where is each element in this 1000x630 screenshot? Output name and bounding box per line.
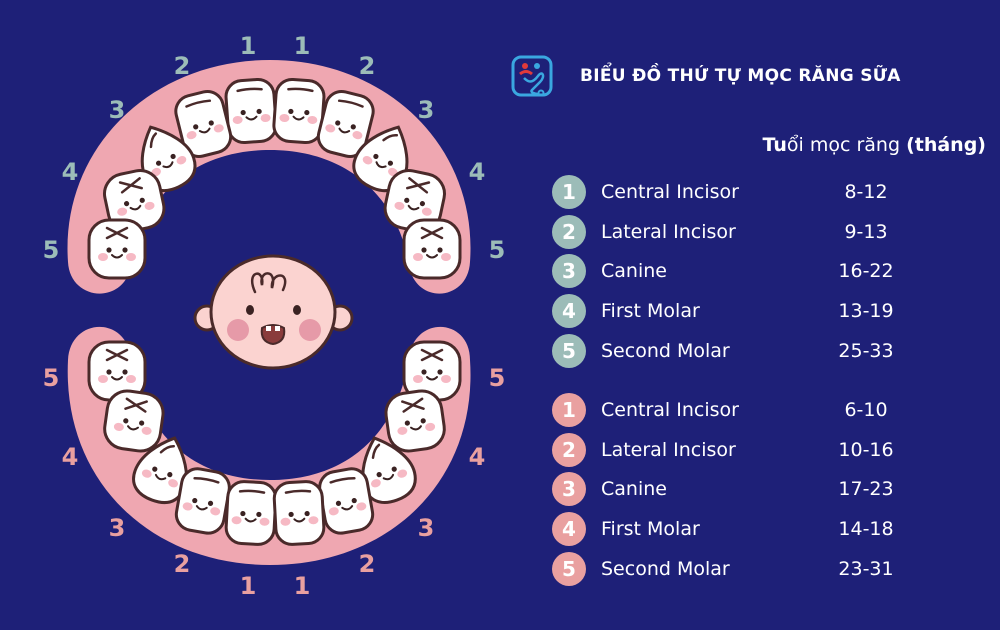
upper-label-5-right: 5 [489,236,506,264]
tooth-age: 23-31 [838,557,894,580]
tooth-age: 17-23 [838,478,894,501]
upper-badge: 3 [552,254,586,289]
baby-face-icon [193,254,354,370]
upper-badge: 5 [552,333,586,368]
list-item: 2 Lateral Incisor 9-13 [552,212,932,252]
lower-label-4-left: 4 [62,443,79,471]
tooth-name: Second Molar [601,339,730,362]
tooth-name: Lateral Incisor [601,438,736,461]
lower-label-3-right: 3 [418,514,435,542]
list-item: 1 Central Incisor 6-10 [552,390,932,430]
column-header-age: Tuổi mọc răng (tháng) [762,134,986,156]
upper-badge: 1 [552,174,586,209]
list-item: 3 Canine 17-23 [552,469,932,509]
upper-label-4-right: 4 [469,158,486,186]
lower-badge: 5 [552,551,586,586]
lower-label-3-left: 3 [109,514,126,542]
page-title: BIỂU ĐỒ THỨ TỰ MỌC RĂNG SỮA [580,66,901,86]
list-item: 2 Lateral Incisor 10-16 [552,430,932,470]
lower-label-5-right: 5 [489,364,506,392]
list-item: 5 Second Molar 23-31 [552,549,932,589]
lower-badge: 3 [552,472,586,507]
tooth-age: 8-12 [844,180,888,203]
upper-label-5-left: 5 [43,236,60,264]
lower-label-5-left: 5 [43,364,60,392]
tooth-age: 25-33 [838,339,894,362]
lower-badge: 1 [552,392,586,427]
column-header-bold-end: (tháng) [906,134,986,156]
list-item: 4 First Molar 14-18 [552,509,932,549]
list-item: 1 Central Incisor 8-12 [552,172,932,212]
tooth-age: 14-18 [838,517,894,540]
upper-label-2-left: 2 [174,52,191,80]
tooth-name: Canine [601,260,667,283]
list-item: 5 Second Molar 25-33 [552,331,932,371]
upper-label-3-left: 3 [109,96,126,124]
upper-label-1-left: 1 [240,32,257,60]
tooth-age: 16-22 [838,260,894,283]
tooth-name: Second Molar [601,557,730,580]
column-header-normal: ổi mọc răng [786,134,907,156]
lower-teeth-list: 1 Central Incisor 6-10 2 Lateral Incisor… [552,390,932,588]
teeth-diagram: 1 1 2 2 3 3 4 4 5 5 5 5 4 4 3 3 2 2 1 1 [43,32,506,600]
tooth-name: First Molar [601,517,700,540]
upper-label-1-right: 1 [294,32,311,60]
list-item: 4 First Molar 13-19 [552,291,932,331]
tooth-name: Central Incisor [601,398,739,421]
heart-stethoscope-logo-icon [511,55,553,97]
lower-badge: 2 [552,432,586,467]
lower-label-4-right: 4 [469,443,486,471]
lower-badge: 4 [552,511,586,546]
upper-teeth-list: 1 Central Incisor 8-12 2 Lateral Incisor… [552,172,932,370]
tooth-age: 9-13 [844,220,888,243]
tooth-age: 6-10 [844,398,888,421]
upper-label-3-right: 3 [418,96,435,124]
header: BIỂU ĐỒ THỨ TỰ MỌC RĂNG SỮA [510,54,901,98]
column-header-bold-start: Tu [762,134,787,156]
tooth-age: 10-16 [838,438,894,461]
upper-label-2-right: 2 [359,52,376,80]
lower-label-1-left: 1 [240,572,257,600]
upper-badge: 4 [552,293,586,328]
tooth-name: Central Incisor [601,180,739,203]
tooth-age: 13-19 [838,299,894,322]
tooth-name: Lateral Incisor [601,220,736,243]
lower-label-2-right: 2 [359,550,376,578]
tooth-name: Canine [601,478,667,501]
upper-label-4-left: 4 [62,158,79,186]
tooth-name: First Molar [601,299,700,322]
list-item: 3 Canine 16-22 [552,251,932,291]
lower-label-2-left: 2 [174,550,191,578]
upper-badge: 2 [552,214,586,249]
lower-label-1-right: 1 [294,572,311,600]
